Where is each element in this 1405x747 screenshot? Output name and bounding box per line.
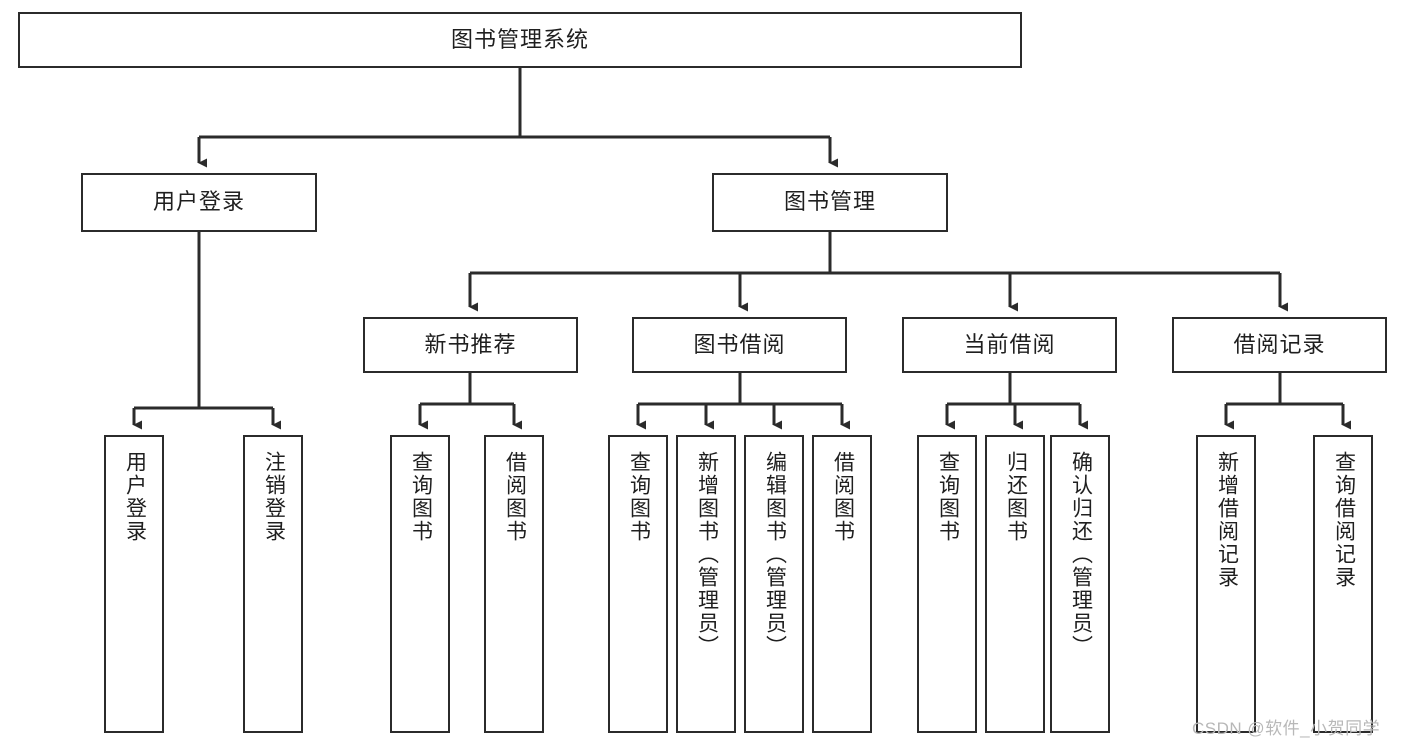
node-leaf-borrow-book-2[interactable]: 借阅图书	[812, 435, 872, 733]
node-leaf-query-record[interactable]: 查询借阅记录	[1313, 435, 1373, 733]
node-book-borrow[interactable]: 图书借阅	[632, 317, 847, 373]
node-leaf-add-record-label: 新增借阅记录	[1215, 451, 1239, 589]
node-leaf-add-book-label: 新增图书（管理员）	[695, 451, 719, 658]
node-book-management[interactable]: 图书管理	[712, 173, 948, 232]
node-book-management-label: 图书管理	[783, 189, 876, 215]
node-borrow-record-label: 借阅记录	[1233, 331, 1326, 357]
node-leaf-borrow-book-1-label: 借阅图书	[503, 451, 527, 543]
node-leaf-logout-label: 注销登录	[262, 451, 286, 543]
node-user-login[interactable]: 用户登录	[81, 173, 317, 232]
node-leaf-add-book[interactable]: 新增图书（管理员）	[676, 435, 736, 733]
csdn-watermark: CSDN @软件_小贺同学	[1192, 719, 1381, 738]
node-current-borrow-label: 当前借阅	[963, 331, 1056, 357]
node-leaf-return-book-label: 归还图书	[1004, 451, 1028, 543]
node-leaf-borrow-book-1[interactable]: 借阅图书	[484, 435, 544, 733]
node-leaf-query-book-3[interactable]: 查询图书	[917, 435, 977, 733]
node-leaf-query-record-label: 查询借阅记录	[1332, 451, 1356, 589]
node-leaf-user-login[interactable]: 用户登录	[104, 435, 164, 733]
node-leaf-query-book-2-label: 查询图书	[627, 451, 651, 543]
node-leaf-borrow-book-2-label: 借阅图书	[831, 451, 855, 543]
node-user-login-label: 用户登录	[152, 189, 245, 215]
node-leaf-return-book[interactable]: 归还图书	[985, 435, 1045, 733]
node-current-borrow[interactable]: 当前借阅	[902, 317, 1117, 373]
node-leaf-add-record[interactable]: 新增借阅记录	[1196, 435, 1256, 733]
node-leaf-query-book-3-label: 查询图书	[936, 451, 960, 543]
node-leaf-query-book-1-label: 查询图书	[409, 451, 433, 543]
node-leaf-edit-book[interactable]: 编辑图书（管理员）	[744, 435, 804, 733]
node-leaf-confirm-return[interactable]: 确认归还（管理员）	[1050, 435, 1110, 733]
node-new-book-recommend-label: 新书推荐	[424, 331, 517, 357]
node-leaf-user-login-label: 用户登录	[123, 451, 147, 543]
node-leaf-query-book-1[interactable]: 查询图书	[390, 435, 450, 733]
node-borrow-record[interactable]: 借阅记录	[1172, 317, 1387, 373]
node-root-label: 图书管理系统	[450, 26, 589, 52]
node-leaf-logout[interactable]: 注销登录	[243, 435, 303, 733]
node-new-book-recommend[interactable]: 新书推荐	[363, 317, 578, 373]
node-root[interactable]: 图书管理系统	[18, 12, 1022, 68]
node-book-borrow-label: 图书借阅	[693, 331, 786, 357]
node-leaf-query-book-2[interactable]: 查询图书	[608, 435, 668, 733]
node-leaf-edit-book-label: 编辑图书（管理员）	[763, 451, 787, 658]
node-leaf-confirm-return-label: 确认归还（管理员）	[1069, 451, 1093, 658]
